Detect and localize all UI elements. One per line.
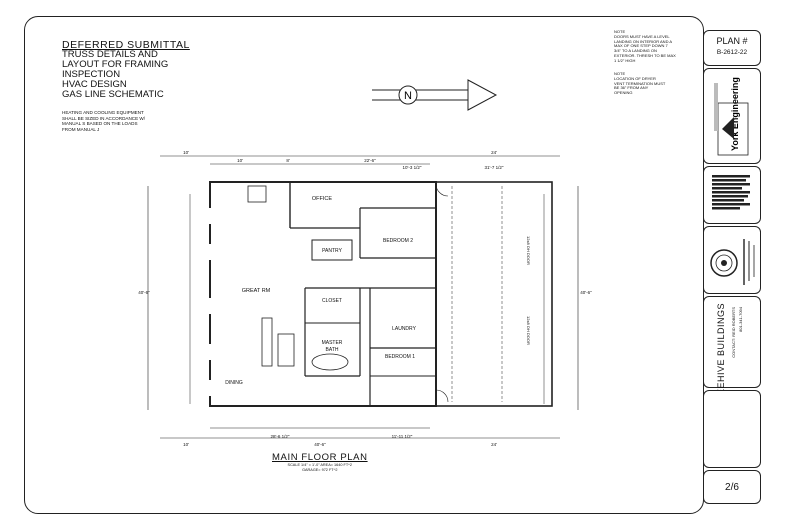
door-landing-note: NOTE DOORS MUST HAVE A LEVEL LANDING ON … — [614, 29, 684, 64]
room-label: BEDROOM 1 — [385, 354, 415, 360]
project-box: BEEHIVE BUILDINGS CONTACT: REID ROBERTS … — [703, 296, 761, 402]
room-label: GREAT RM — [242, 288, 271, 294]
plan-title: MAIN FLOOR PLAN — [272, 452, 368, 463]
notes-line: GAS LINE SCHEMATIC — [62, 89, 164, 100]
room-label: DINING — [225, 380, 243, 386]
engineer-box: York Engineering — [703, 68, 761, 164]
dimension-label: 24' — [491, 442, 497, 447]
page-number: 2/6 — [703, 470, 761, 504]
note-line: LOCATION OF DRYER — [614, 75, 656, 81]
garage-door-label: 12x8 OH DOOR — [526, 236, 531, 265]
deferred-submittal-notes: DEFERRED SUBMITTAL TRUSS DETAILS AND LAY… — [62, 40, 190, 100]
notes-line: INSPECTION — [62, 69, 121, 80]
dimension-label: 8' — [286, 158, 290, 163]
project-name: BEEHIVE BUILDINGS — [716, 303, 726, 402]
project-phone: 801-341-7094 — [738, 307, 743, 332]
room-label: LAUNDRY — [392, 326, 416, 332]
dryer-vent-note: NOTE LOCATION OF DRYER VENT TERMINATION … — [614, 71, 674, 96]
note-line: 1 1/2" HIGH — [614, 57, 636, 63]
note-line: MAX OF ONE STEP DOWN 7 — [614, 43, 668, 49]
dimension-label: 10' — [183, 442, 189, 447]
notes-line: HVAC DESIGN — [62, 79, 127, 90]
revision-box — [703, 390, 761, 468]
seal-box — [703, 226, 761, 294]
notes-line: TRUSS DETAILS AND — [62, 49, 158, 60]
dimension-label: 10' — [183, 150, 189, 155]
engineer-logo: York Engineering — [714, 77, 749, 156]
dimension-label: 10' — [237, 158, 243, 163]
hvac-line: HEATING AND COOLING EQUIPMENT — [62, 110, 144, 115]
notes-heading: DEFERRED SUBMITTAL — [62, 39, 190, 51]
dimension-label: 24' — [491, 150, 497, 155]
plan-garage-area: GARAGE= 972 FT^2 — [302, 467, 338, 472]
plan-label: PLAN # — [716, 36, 748, 46]
hvac-note: HEATING AND COOLING EQUIPMENT SHALL BE S… — [62, 110, 182, 132]
note-line: NOTE — [614, 71, 626, 76]
dimension-label: 22'-6" — [364, 158, 376, 163]
dimension-label: 11'-11 1/2" — [392, 434, 413, 439]
room-label: MASTER — [322, 340, 343, 346]
note-line: OPENING — [614, 90, 633, 96]
dimension-label: 31'-7 1/2" — [485, 165, 504, 170]
north-arrow-icon: N — [372, 79, 498, 111]
note-line: LANDING ON INTERIOR AND A — [614, 38, 673, 44]
engineer-stamp-box — [703, 166, 761, 224]
note-line: VENT TERMINATION MUST — [614, 80, 666, 86]
hvac-line: MANUAL S BASED ON THE LOADS — [62, 121, 138, 127]
engineer-name: York Engineering — [730, 77, 740, 151]
dimension-label: 28'-6 1/2" — [271, 434, 290, 439]
dimension-label: 40'-6" — [314, 442, 326, 447]
notes-line: LAYOUT FOR FRAMING — [62, 59, 169, 70]
room-label: BATH — [326, 347, 339, 353]
note-line: NOTE — [614, 29, 626, 34]
plan-number-box: PLAN # B-2612-22 — [703, 30, 761, 66]
main-floor-plan: OFFICE PANTRY BEDROOM 2 GREAT RM CLOSET … — [138, 150, 592, 447]
garage-door-label: 12x8 OH DOOR — [526, 316, 531, 345]
room-label: OFFICE — [312, 196, 332, 202]
dimension-label: 40'-6" — [580, 290, 592, 295]
note-line: DOORS MUST HAVE A LEVEL — [614, 33, 670, 39]
room-label: BEDROOM 2 — [383, 238, 413, 244]
hvac-line: SHALL BE SIZED IN ACCORDANCE W/ — [62, 115, 146, 121]
dimension-label: 40'-6" — [138, 290, 150, 295]
note-line: EXTERIOR. THRESH TO BE MAX — [614, 52, 676, 58]
stamp-text-block — [712, 173, 752, 217]
room-label: CLOSET — [322, 298, 342, 304]
note-line: BE 36" FROM ANY — [614, 85, 649, 91]
dimension-label: 10'-3 1/2" — [403, 165, 422, 170]
project-contact: CONTACT: REID ROBERTS — [731, 307, 736, 358]
plan-caption: MAIN FLOOR PLAN SCALE 1/4" = 1'-0" AREA=… — [272, 452, 368, 472]
plan-number: B-2612-22 — [716, 49, 748, 56]
hvac-line: FROM MANUAL J — [62, 126, 100, 132]
professional-seal-icon — [710, 239, 755, 285]
note-line: 3/4" TO A LANDING ON — [614, 48, 657, 54]
north-letter: N — [404, 90, 412, 102]
room-label: PANTRY — [322, 248, 342, 254]
plan-scale: SCALE 1/4" = 1'-0" AREA= 1640 FT^2 — [287, 463, 353, 467]
